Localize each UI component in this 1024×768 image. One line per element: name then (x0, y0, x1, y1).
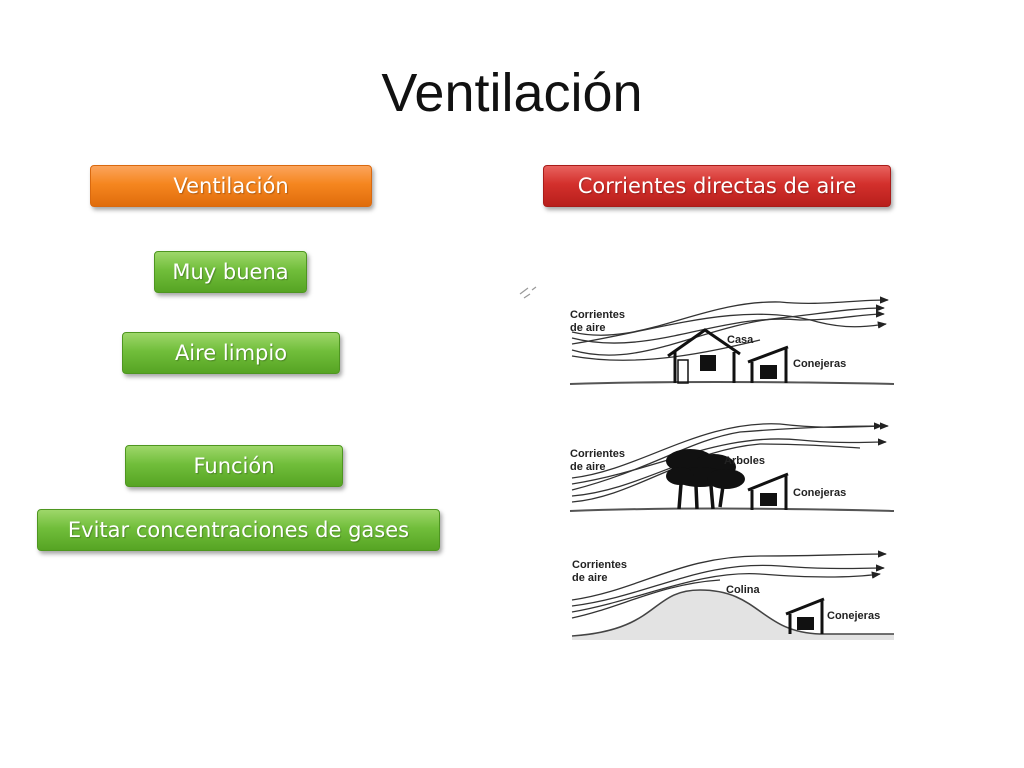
trees-icon (666, 449, 745, 510)
hill-shape (572, 590, 894, 640)
ventilacion-box: Ventilación (90, 165, 372, 207)
muy-buena-box: Muy buena (154, 251, 307, 293)
target-label-1: Conejeras (793, 358, 846, 370)
obstacle-label-arboles: Arboles (724, 455, 765, 467)
air-label-1a: Corrientes (570, 309, 625, 321)
rabbit-hutch-icon (785, 597, 825, 634)
target-label-3: Conejeras (827, 610, 880, 622)
air-current-lines (571, 550, 887, 619)
panel-colina: Corrientes de aire Colina Conejeras (571, 550, 894, 640)
rabbit-hutch-icon (747, 472, 789, 510)
aire-limpio-label: Aire limpio (174, 341, 288, 365)
air-label-2b: de aire (570, 461, 605, 473)
slide-title: Ventilación (381, 63, 643, 123)
decorative-mark (519, 286, 537, 299)
hill-outline (571, 589, 894, 637)
muy-buena-label: Muy buena (172, 260, 289, 284)
panel-arboles: Corrientes de aire Arboles Conejeras (569, 422, 895, 512)
air-label-2a: Corrientes (570, 448, 625, 460)
evitar-gases-box: Evitar concentraciones de gases (37, 509, 440, 551)
ventilacion-label: Ventilación (173, 174, 289, 198)
evitar-gases-label: Evitar concentraciones de gases (67, 518, 410, 542)
air-label-3a: Corrientes (572, 559, 627, 571)
obstacle-label-casa: Casa (727, 334, 754, 346)
air-label-3b: de aire (572, 572, 607, 584)
rabbit-hutch-icon (747, 345, 789, 383)
target-label-2: Conejeras (793, 487, 846, 499)
air-label-1b: de aire (570, 322, 605, 334)
ground-line (569, 381, 895, 385)
air-current-lines (571, 296, 889, 361)
corrientes-label: Corrientes directas de aire (577, 174, 857, 198)
aire-limpio-box: Aire limpio (122, 332, 340, 374)
funcion-box: Función (125, 445, 343, 487)
corrientes-box: Corrientes directas de aire (543, 165, 891, 207)
panel-casa: Corrientes de aire Casa Conejeras (569, 296, 895, 385)
obstacle-label-colina: Colina (726, 584, 760, 596)
house-icon (667, 328, 741, 384)
funcion-label: Función (193, 454, 275, 478)
ground-line (569, 507, 895, 512)
air-current-lines (571, 422, 889, 503)
